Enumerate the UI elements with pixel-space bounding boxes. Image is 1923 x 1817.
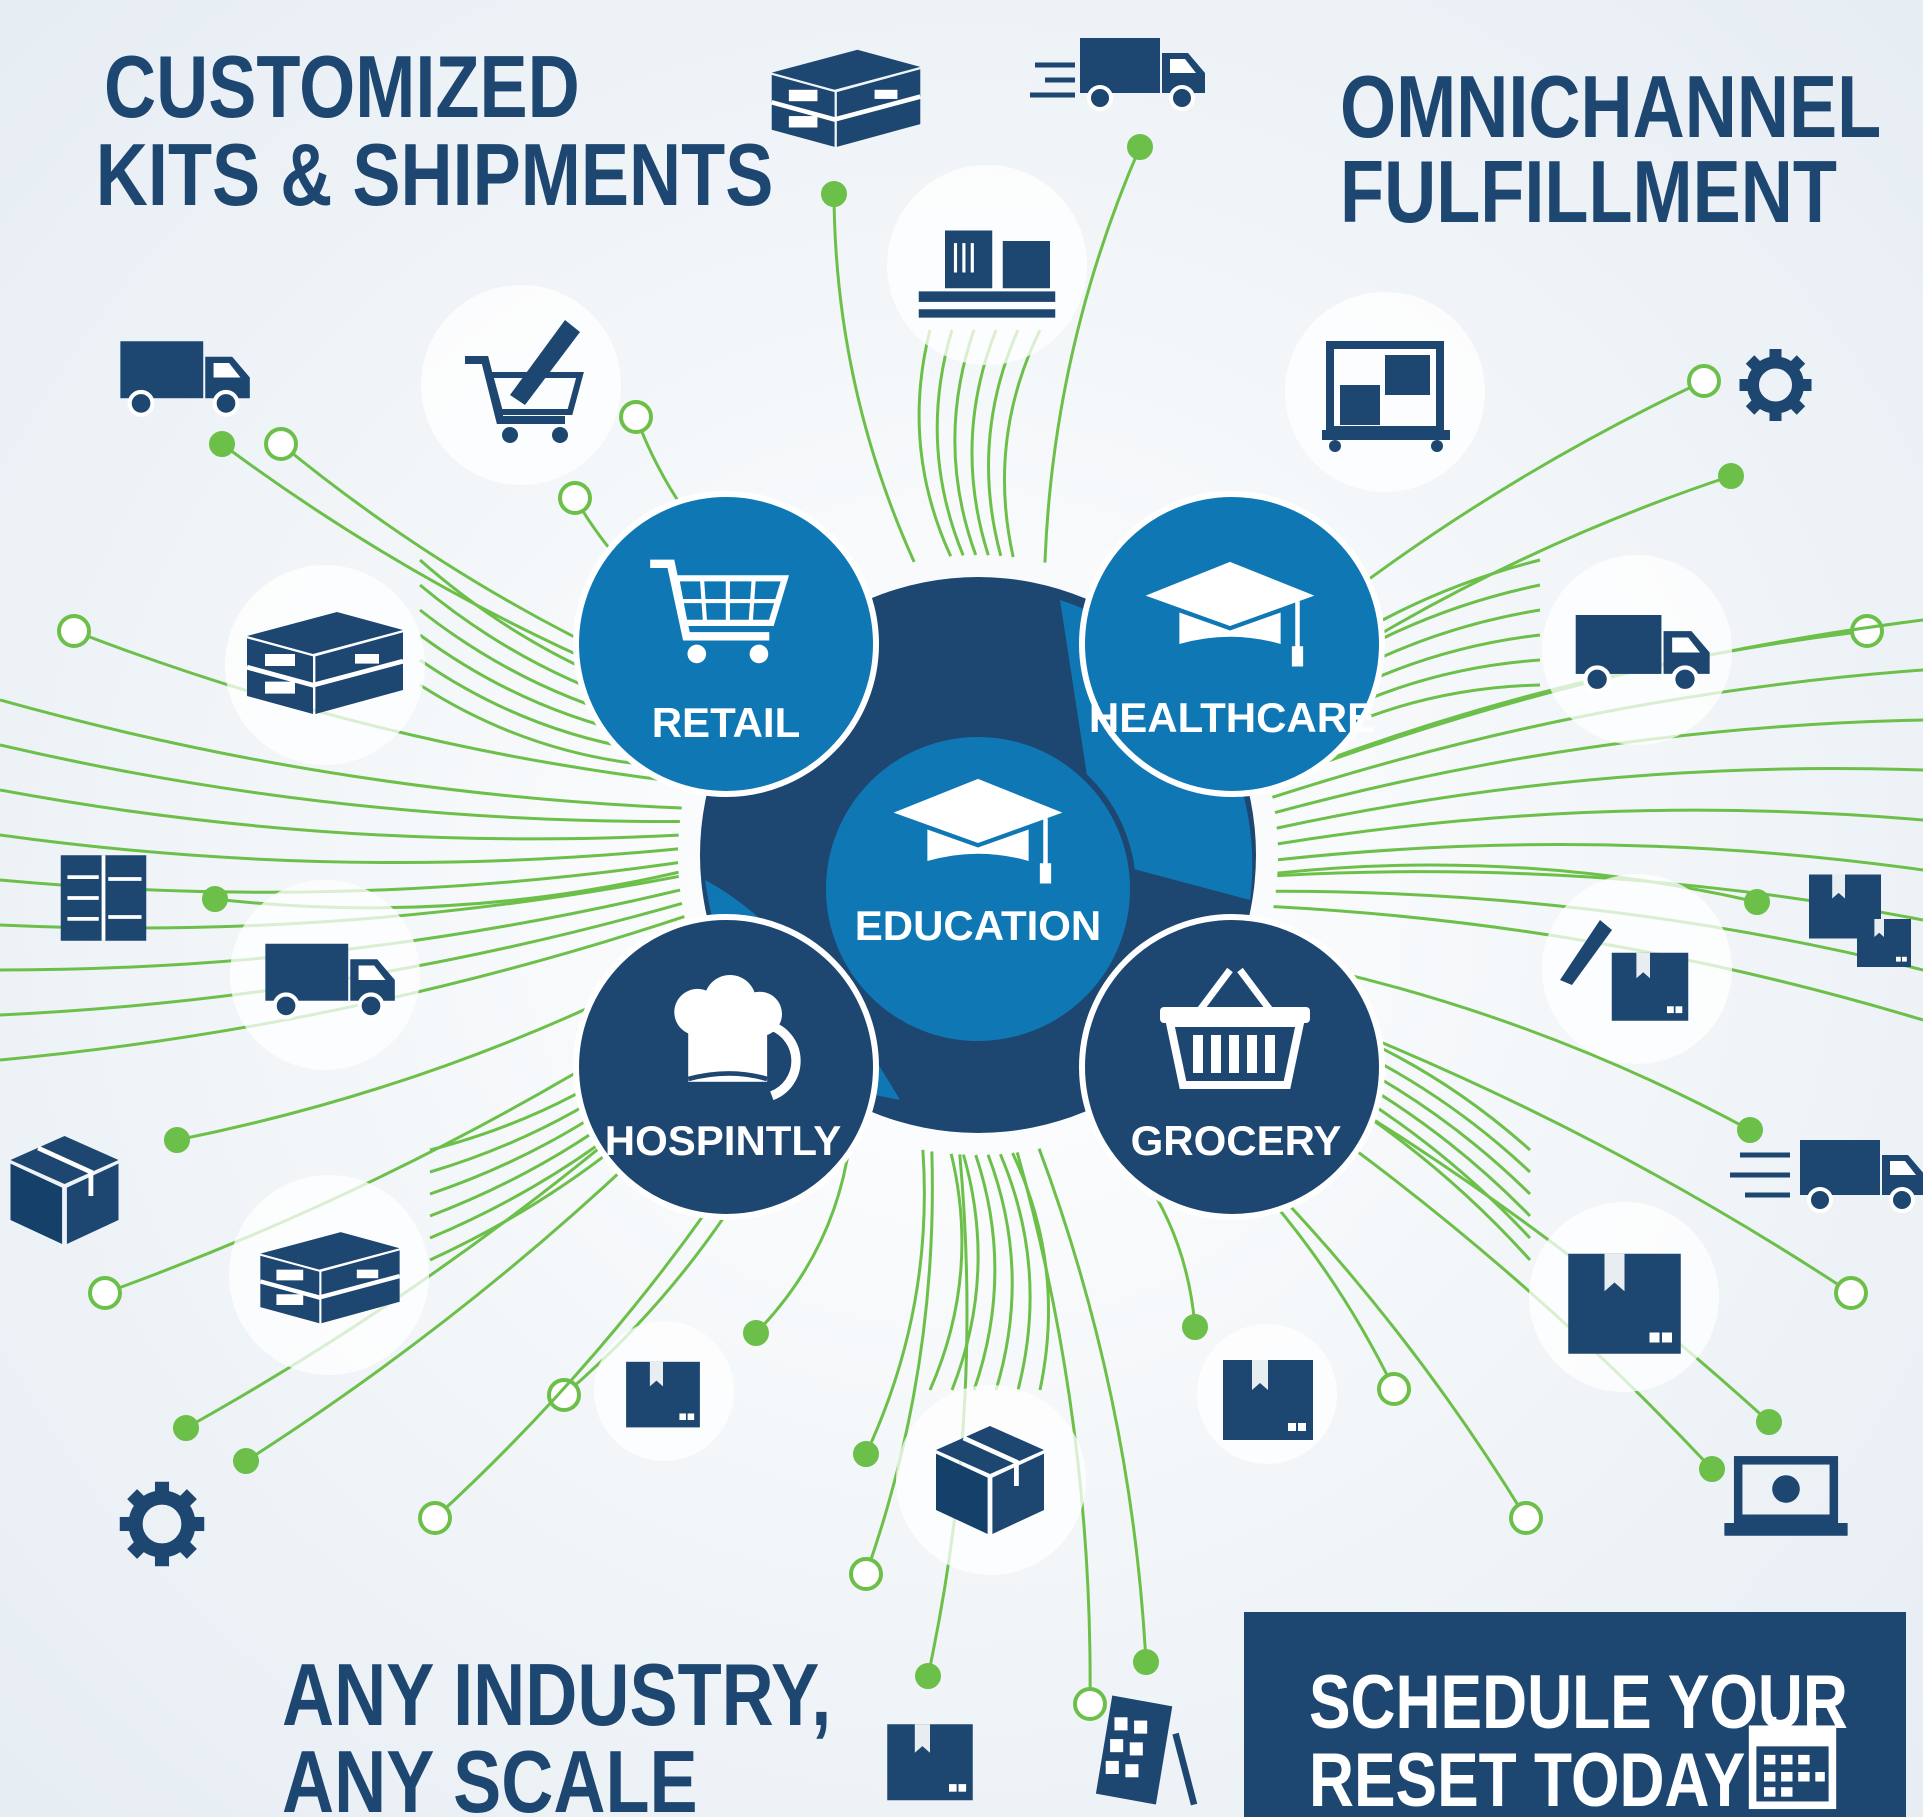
hub-center-education[interactable]: EDUCATION (820, 731, 1136, 1047)
connection-line (1002, 329, 1042, 558)
pen-and-box-icon (1560, 920, 1689, 1021)
connection-node (164, 1127, 190, 1153)
connection-line (864, 1149, 926, 1455)
connection-line (1276, 767, 1923, 830)
connection-node (558, 481, 592, 515)
connection-node (173, 1415, 199, 1441)
connection-node (853, 1441, 879, 1467)
connection-line (864, 1151, 934, 1575)
connection-node (264, 427, 298, 461)
speed-lines-icon (1730, 1152, 1790, 1198)
connection-line (917, 329, 953, 557)
connection-node (1182, 1314, 1208, 1340)
connection-line (1274, 718, 1923, 815)
connection-node (1756, 1409, 1782, 1435)
connection-line (998, 1153, 1032, 1391)
connection-line (1043, 146, 1142, 563)
connection-node (1377, 1372, 1411, 1406)
connection-node (1744, 889, 1770, 915)
cta-line2: RESET TODAY (1309, 1737, 1745, 1817)
connection-line (986, 1154, 1014, 1391)
connection-line (1011, 1152, 1050, 1391)
segment-grocery[interactable]: GROCERY (1079, 914, 1385, 1220)
retail-label: RETAIL (652, 699, 801, 746)
connection-node (1133, 1649, 1159, 1675)
heading-any-industry: ANY INDUSTRY, ANY SCALE (282, 1646, 831, 1817)
package-icon (887, 1724, 973, 1801)
grocery-label: GROCERY (1131, 1117, 1342, 1164)
connection-node (821, 181, 847, 207)
package-icon (626, 1361, 700, 1428)
connection-line (928, 1153, 964, 1391)
speed-lines-icon (1030, 62, 1075, 98)
healthcare-label: HEALTHCARE (1089, 694, 1375, 741)
hospitality-label: HOSPINTLY (605, 1117, 842, 1164)
connection-node (1850, 614, 1884, 648)
connection-node (1127, 134, 1153, 160)
connection-node (88, 1276, 122, 1310)
segment-retail[interactable]: RETAIL (573, 491, 879, 797)
connection-node (743, 1320, 769, 1346)
connection-node (233, 1448, 259, 1474)
cart-with-scanner-icon (465, 320, 584, 443)
connection-line (1277, 863, 1758, 904)
connection-node (1737, 1117, 1763, 1143)
education-label: EDUCATION (855, 902, 1102, 949)
connection-node (1834, 1276, 1868, 1310)
connection-line (832, 193, 916, 563)
connection-node (202, 886, 228, 912)
connection-line (1037, 1148, 1148, 1663)
shelving-icon (58, 853, 149, 943)
industry-hub: EDUCATION RETAIL HEALTHCARE HOSPINTLY GR… (573, 491, 1385, 1220)
heading-line: OMNICHANNEL (1340, 58, 1881, 156)
connection-line (950, 1154, 980, 1391)
connection-line (1015, 1152, 1092, 1705)
heading-customized-kits: CUSTOMIZED KITS & SHIPMENTS (96, 38, 774, 224)
connection-node (915, 1663, 941, 1689)
connection-node (1509, 1501, 1543, 1535)
connection-line (0, 743, 680, 823)
segment-hospitality[interactable]: HOSPINTLY (573, 914, 879, 1220)
connection-node (1687, 364, 1721, 398)
connection-line (0, 788, 679, 841)
connection-line (1277, 808, 1923, 846)
connection-line (935, 329, 965, 556)
connection-node (209, 431, 235, 457)
heading-line: CUSTOMIZED (104, 38, 580, 136)
heading-omnichannel: OMNICHANNEL FULFILLMENT (1340, 58, 1881, 241)
schedule-reset-cta[interactable]: SCHEDULE YOUR RESET TODAY (1244, 1612, 1906, 1817)
connection-line (0, 698, 682, 810)
heading-line: ANY SCALE (282, 1733, 698, 1817)
heading-line: ANY INDUSTRY, (282, 1646, 831, 1744)
connection-line (0, 833, 679, 865)
connection-node (547, 1378, 581, 1412)
connection-node (1718, 463, 1744, 489)
connection-line (972, 1154, 997, 1391)
package-icon (1223, 1360, 1313, 1440)
package-icon (1568, 1253, 1681, 1354)
connection-node (418, 1501, 452, 1535)
connection-node (1699, 1456, 1725, 1482)
heading-line: FULFILLMENT (1340, 143, 1837, 241)
package-icon (1857, 919, 1911, 967)
connection-node (57, 614, 91, 648)
connection-line (1277, 843, 1923, 872)
shelf-cart-icon (1322, 341, 1450, 452)
connection-node (1073, 1687, 1107, 1721)
connection-node (849, 1557, 883, 1591)
connection-node (619, 400, 653, 434)
heading-line: KITS & SHIPMENTS (96, 126, 774, 224)
segment-healthcare[interactable]: HEALTHCARE (1079, 491, 1385, 797)
